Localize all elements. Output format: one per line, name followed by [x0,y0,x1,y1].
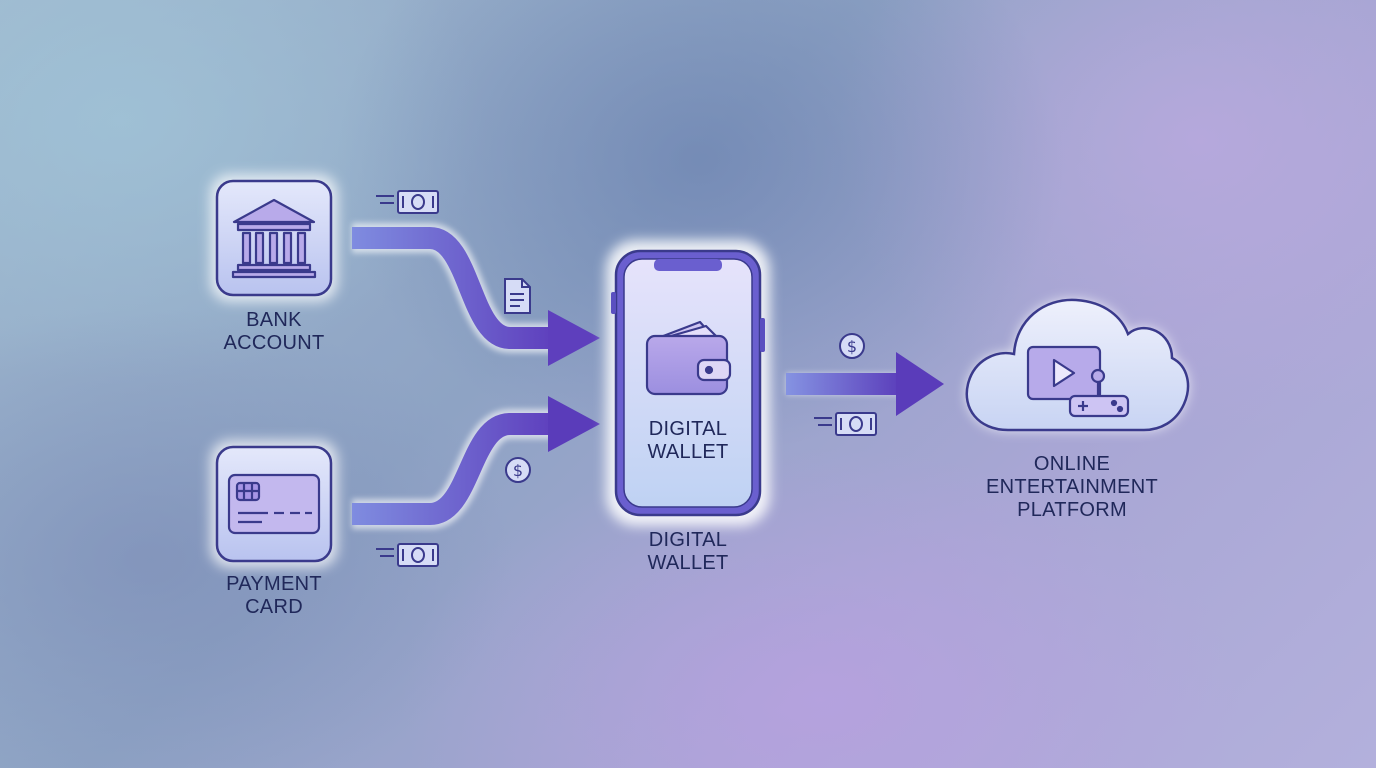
joystick-icon [1068,368,1130,418]
digital-wallet-screen-label-line1: DIGITAL [648,418,728,440]
video-play-icon [1026,345,1102,401]
arrow-bank-to-wallet [352,223,600,366]
dollar-coin-icon: $ [505,457,531,483]
bank-account-label-line1: BANK [246,309,302,331]
digital-wallet-screen-label-line2: WALLET [647,441,729,463]
banknote-icon [814,412,877,436]
arrow-card-to-wallet [352,396,600,529]
platform-label-line3: PLATFORM [1017,499,1127,521]
bank-account-label-line2: ACCOUNT [223,332,325,354]
payment-card-label-line2: CARD [245,596,303,618]
online-entertainment-platform-label: ONLINE ENTERTAINMENT PLATFORM [952,453,1192,522]
payment-card-label-line1: PAYMENT [226,573,322,595]
banknote-icon [376,543,439,567]
bank-icon [231,198,317,279]
bank-account-label: BANK ACCOUNT [194,309,354,355]
digital-wallet-label-line2: WALLET [647,552,729,574]
document-icon [504,278,531,314]
dollar-coin-icon: $ [839,333,865,359]
banknote-icon [376,190,439,214]
digital-wallet-label: DIGITAL WALLET [608,529,768,575]
platform-label-line1: ONLINE [1033,453,1111,475]
digital-wallet-screen-label: DIGITAL WALLET [608,418,768,464]
arrow-wallet-to-platform [786,352,944,416]
payment-card-node [210,440,338,568]
wallet-icon [645,320,732,396]
digital-wallet-label-line1: DIGITAL [648,529,728,551]
payment-card-label: PAYMENT CARD [194,573,354,619]
credit-card-icon [227,473,321,535]
svg-text:$: $ [847,337,857,356]
platform-label-line2: ENTERTAINMENT [985,476,1159,498]
bank-account-node [210,174,338,302]
svg-text:$: $ [513,461,523,480]
online-entertainment-platform-node [965,298,1190,432]
digital-wallet-node [606,240,770,526]
